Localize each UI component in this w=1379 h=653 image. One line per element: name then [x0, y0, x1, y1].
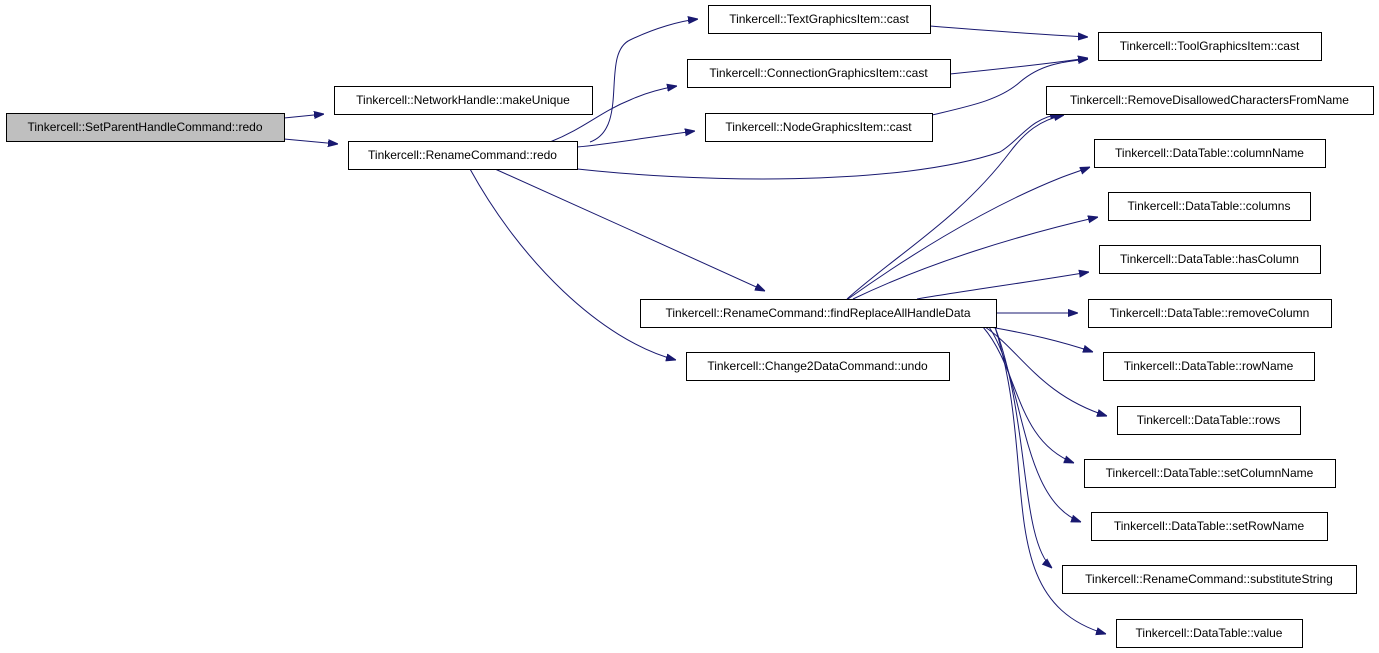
edge-findreplace-to-setrowname	[988, 326, 1081, 522]
edge-findreplace-to-removedis	[846, 115, 1064, 300]
edge-findreplace-to-columns	[852, 217, 1098, 300]
node-findreplace[interactable]: Tinkercell::RenameCommand::findReplaceAl…	[640, 299, 997, 328]
node-label: Tinkercell::ConnectionGraphicsItem::cast	[709, 66, 928, 80]
node-box[interactable]	[708, 5, 931, 34]
node-label: Tinkercell::ToolGraphicsItem::cast	[1120, 39, 1300, 53]
node-box[interactable]	[640, 299, 997, 328]
node-removedis[interactable]: Tinkercell::RemoveDisallowedCharactersFr…	[1046, 86, 1374, 115]
edge-conncast-to-toolcast	[949, 58, 1088, 75]
node-removecol[interactable]: Tinkercell::DataTable::removeColumn	[1088, 299, 1332, 328]
node-box[interactable]	[1116, 619, 1303, 648]
edge-findreplace-to-rowname	[989, 326, 1093, 352]
edges-layer	[283, 19, 1107, 634]
node-columns[interactable]: Tinkercell::DataTable::columns	[1108, 192, 1311, 221]
node-label: Tinkercell::DataTable::hasColumn	[1120, 252, 1299, 266]
edge-renameredo-to-textcast	[589, 19, 698, 143]
node-box[interactable]	[1103, 352, 1315, 381]
node-rowname[interactable]: Tinkercell::DataTable::rowName	[1103, 352, 1315, 381]
node-nodecast[interactable]: Tinkercell::NodeGraphicsItem::cast	[705, 113, 933, 142]
node-box[interactable]	[705, 113, 933, 142]
node-box[interactable]	[1091, 512, 1328, 541]
node-box[interactable]	[334, 86, 593, 115]
edge-nodecast-to-toolcast	[931, 59, 1088, 116]
node-change2undo[interactable]: Tinkercell::Change2DataCommand::undo	[686, 352, 950, 381]
nodes-layer: Tinkercell::SetParentHandleCommand::redo…	[6, 5, 1374, 648]
edge-findreplace-to-substitute	[994, 326, 1052, 568]
node-box[interactable]	[687, 59, 951, 88]
node-label: Tinkercell::TextGraphicsItem::cast	[729, 12, 909, 26]
node-setcolname[interactable]: Tinkercell::DataTable::setColumnName	[1084, 459, 1336, 488]
edge-findreplace-to-rows	[984, 326, 1107, 416]
node-label: Tinkercell::DataTable::setRowName	[1114, 519, 1305, 533]
edge-textcast-to-toolcast	[929, 25, 1088, 37]
node-renameredo[interactable]: Tinkercell::RenameCommand::redo	[348, 141, 578, 170]
node-box[interactable]	[1098, 32, 1322, 61]
node-box[interactable]	[1062, 565, 1357, 594]
node-box[interactable]	[1099, 245, 1321, 274]
node-label: Tinkercell::DataTable::columnName	[1115, 146, 1304, 160]
node-box[interactable]	[1108, 192, 1311, 221]
node-box[interactable]	[686, 352, 950, 381]
node-box[interactable]	[1117, 406, 1301, 435]
node-rows[interactable]: Tinkercell::DataTable::rows	[1117, 406, 1301, 435]
node-value[interactable]: Tinkercell::DataTable::value	[1116, 619, 1303, 648]
node-makeunique[interactable]: Tinkercell::NetworkHandle::makeUnique	[334, 86, 593, 115]
node-label: Tinkercell::DataTable::columns	[1128, 199, 1291, 213]
node-label: Tinkercell::SetParentHandleCommand::redo	[27, 120, 262, 134]
edge-renameredo-to-change2undo	[469, 168, 676, 360]
node-hascol[interactable]: Tinkercell::DataTable::hasColumn	[1099, 245, 1321, 274]
node-colname[interactable]: Tinkercell::DataTable::columnName	[1094, 139, 1326, 168]
node-label: Tinkercell::NodeGraphicsItem::cast	[725, 120, 912, 134]
edge-findreplace-to-value	[994, 326, 1106, 634]
node-conncast[interactable]: Tinkercell::ConnectionGraphicsItem::cast	[687, 59, 951, 88]
node-box[interactable]	[1046, 86, 1374, 115]
node-label: Tinkercell::DataTable::rowName	[1124, 359, 1294, 373]
edge-setparent-to-makeunique	[283, 114, 324, 118]
node-label: Tinkercell::DataTable::value	[1136, 626, 1283, 640]
node-label: Tinkercell::DataTable::removeColumn	[1110, 306, 1310, 320]
node-box[interactable]	[1084, 459, 1336, 488]
node-label: Tinkercell::Change2DataCommand::undo	[707, 359, 928, 373]
edge-setparent-to-renameredo	[283, 138, 338, 144]
edge-renameredo-to-removedis	[559, 114, 1060, 180]
edge-renameredo-to-conncast	[549, 86, 677, 143]
edge-findreplace-to-hascol	[916, 272, 1089, 300]
node-textcast[interactable]: Tinkercell::TextGraphicsItem::cast	[708, 5, 931, 34]
edge-findreplace-to-setcolname	[982, 326, 1074, 463]
node-label: Tinkercell::RenameCommand::redo	[368, 148, 557, 162]
edge-renameredo-to-findreplace	[494, 168, 765, 291]
node-setparent[interactable]: Tinkercell::SetParentHandleCommand::redo	[6, 113, 285, 142]
edge-findreplace-to-colname	[847, 167, 1090, 300]
node-box[interactable]	[1088, 299, 1332, 328]
edge-renameredo-to-nodecast	[576, 131, 695, 148]
node-label: Tinkercell::RemoveDisallowedCharactersFr…	[1070, 93, 1349, 107]
node-box[interactable]	[6, 113, 285, 142]
node-label: Tinkercell::RenameCommand::findReplaceAl…	[665, 306, 970, 320]
node-setrowname[interactable]: Tinkercell::DataTable::setRowName	[1091, 512, 1328, 541]
node-label: Tinkercell::DataTable::rows	[1137, 413, 1281, 427]
node-substitute[interactable]: Tinkercell::RenameCommand::substituteStr…	[1062, 565, 1357, 594]
node-box[interactable]	[1094, 139, 1326, 168]
node-label: Tinkercell::RenameCommand::substituteStr…	[1085, 572, 1333, 586]
node-toolcast[interactable]: Tinkercell::ToolGraphicsItem::cast	[1098, 32, 1322, 61]
node-box[interactable]	[348, 141, 578, 170]
node-label: Tinkercell::NetworkHandle::makeUnique	[356, 93, 570, 107]
node-label: Tinkercell::DataTable::setColumnName	[1106, 466, 1314, 480]
